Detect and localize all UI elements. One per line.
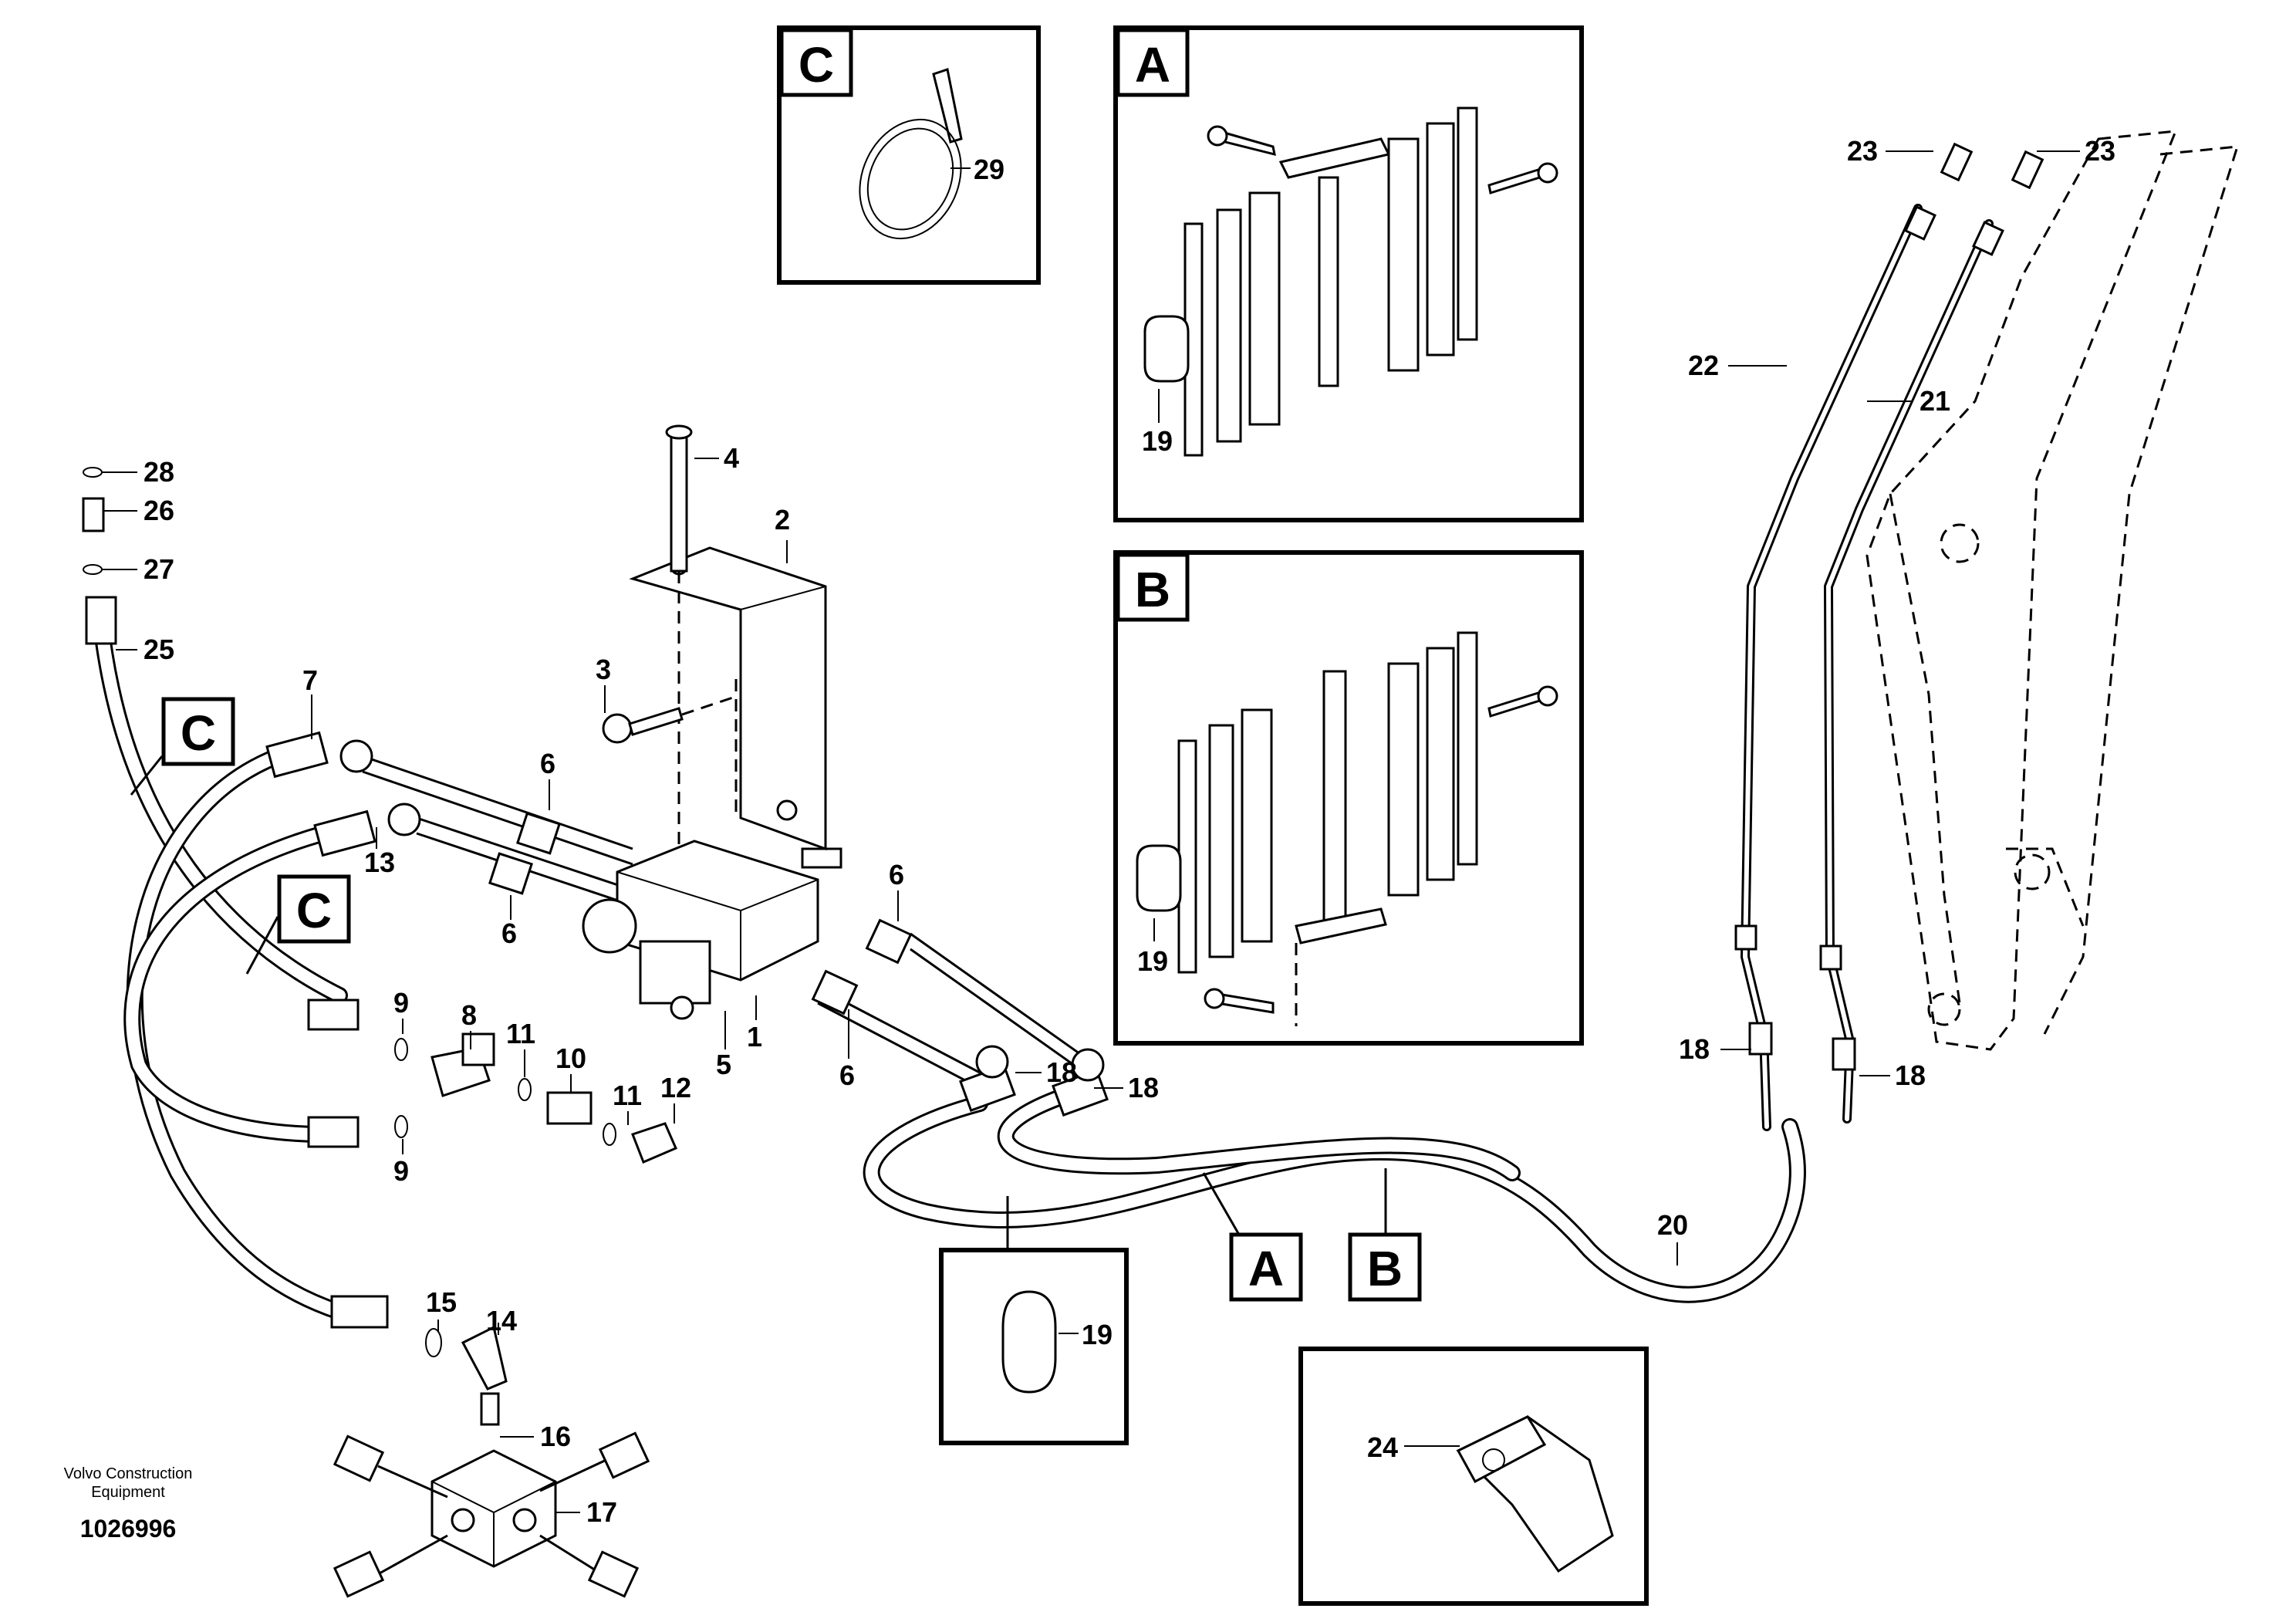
clamp-assembly-b: [1136, 631, 1558, 1026]
callout-6-d: 6: [839, 1059, 855, 1091]
svg-text:B: B: [1367, 1241, 1403, 1296]
callout-26: 26: [144, 495, 174, 526]
callout-6-a: 6: [540, 748, 555, 779]
callout-17: 17: [586, 1496, 617, 1528]
callout-23-a: 23: [1847, 135, 1878, 167]
detail-b-box: B 19: [1113, 550, 1584, 1046]
callout-23-b: 23: [2085, 135, 2115, 167]
callout-28: 28: [144, 456, 174, 488]
callout-6-c: 6: [889, 859, 904, 890]
maker-line-2: Equipment: [91, 1484, 165, 1501]
ref-tag-b: B: [1348, 1232, 1422, 1302]
svg-text:A: A: [1248, 1241, 1284, 1296]
callout-12: 12: [660, 1072, 691, 1103]
callout-19-detail: 19: [1082, 1319, 1113, 1350]
callout-24: 24: [1367, 1431, 1398, 1463]
callout-7: 7: [302, 664, 318, 696]
detail-19-box: 19: [939, 1248, 1129, 1445]
callout-4: 4: [724, 442, 739, 474]
svg-text:C: C: [296, 883, 332, 938]
callout-3: 3: [596, 654, 611, 685]
callouts: 28 26 27 25 7 4 2 3 6 6 6 6 13 5 1 9 9 8…: [144, 135, 2115, 1528]
detail-a-title: A: [1135, 37, 1170, 93]
boom-outline: [1866, 130, 2240, 1051]
bolt-3: [602, 696, 734, 744]
callout-18-d: 18: [1895, 1059, 1926, 1091]
callout-19-detail-a: 19: [1142, 425, 1173, 457]
callout-11-b: 11: [613, 1080, 642, 1111]
callout-18-b: 18: [1128, 1072, 1159, 1103]
callout-5: 5: [716, 1049, 731, 1080]
callout-6-b: 6: [501, 917, 517, 949]
switch-24: [1456, 1415, 1614, 1573]
ref-tag-a: A: [1229, 1232, 1303, 1302]
callout-18-a: 18: [1046, 1056, 1077, 1088]
callout-22: 22: [1688, 350, 1719, 381]
callout-16: 16: [540, 1421, 571, 1452]
callout-11-a: 11: [506, 1018, 535, 1049]
callout-14: 14: [486, 1305, 517, 1336]
tubes-21-22: [1734, 142, 2044, 1131]
fittings-row: [394, 1032, 677, 1164]
manifold-17: [333, 1325, 650, 1598]
hose-group-left: [82, 467, 633, 1329]
detail-24-box: 24: [1298, 1347, 1649, 1606]
callout-27: 27: [144, 553, 174, 585]
callout-20: 20: [1657, 1209, 1688, 1241]
callout-21: 21: [1920, 385, 1950, 417]
leader-lines: [102, 150, 2080, 1513]
callout-10: 10: [555, 1042, 586, 1074]
callout-9-a: 9: [393, 987, 409, 1019]
detail-b-title: B: [1135, 562, 1170, 617]
drawing-id: 1026996: [80, 1515, 177, 1543]
callout-19-detail-b: 19: [1137, 945, 1168, 977]
clamp-assembly-a: [1143, 106, 1558, 457]
callout-15: 15: [426, 1286, 457, 1318]
callout-18-c: 18: [1679, 1033, 1710, 1065]
ref-tag-c-upper: C: [161, 697, 235, 766]
cable-tie-29: [859, 68, 963, 240]
detail-c-box: C 29: [777, 25, 1041, 285]
callout-25: 25: [144, 634, 174, 665]
svg-text:C: C: [181, 705, 216, 761]
callout-2: 2: [775, 504, 790, 536]
callout-1: 1: [747, 1021, 762, 1053]
callout-8: 8: [461, 999, 477, 1031]
footer: Volvo Construction Equipment 1026996: [64, 1465, 193, 1543]
detail-a-box: A 19: [1113, 25, 1584, 522]
ref-tag-c-lower: C: [277, 874, 351, 944]
maker-line-1: Volvo Construction: [64, 1465, 193, 1482]
detail-c-title: C: [799, 37, 834, 93]
callout-9-b: 9: [393, 1155, 409, 1187]
callout-29: 29: [974, 154, 1004, 185]
valve-block-1: [582, 840, 842, 1020]
hose-group-right: [811, 918, 1806, 1303]
bolt-4: [665, 424, 693, 849]
callout-13: 13: [364, 846, 395, 878]
